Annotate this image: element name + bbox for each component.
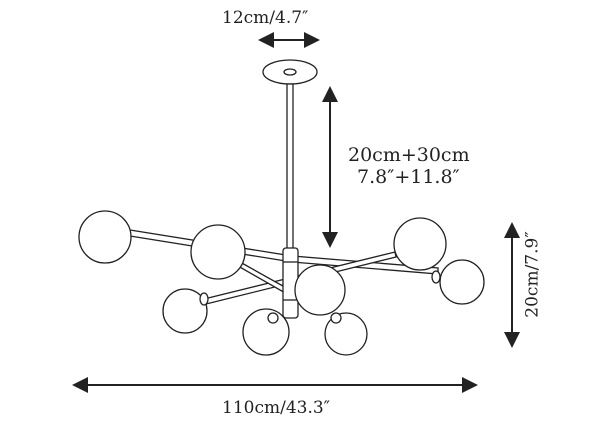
height-label: 20cm/7.9″ bbox=[522, 231, 543, 318]
globe bbox=[242, 308, 290, 356]
globe bbox=[439, 259, 485, 305]
canopy bbox=[262, 59, 318, 85]
globe bbox=[294, 264, 346, 316]
globe bbox=[162, 288, 208, 334]
rod-length-imperial-label: 7.8″+11.8″ bbox=[357, 166, 460, 188]
globe bbox=[78, 210, 132, 264]
globe bbox=[393, 217, 447, 271]
rod-length-metric-label: 20cm+30cm bbox=[348, 144, 470, 166]
canopy-width-label: 12cm/4.7″ bbox=[222, 8, 309, 28]
globe bbox=[190, 224, 246, 280]
globes bbox=[78, 210, 485, 356]
total-width-label: 110cm/43.3″ bbox=[222, 398, 331, 418]
rod bbox=[286, 83, 294, 250]
